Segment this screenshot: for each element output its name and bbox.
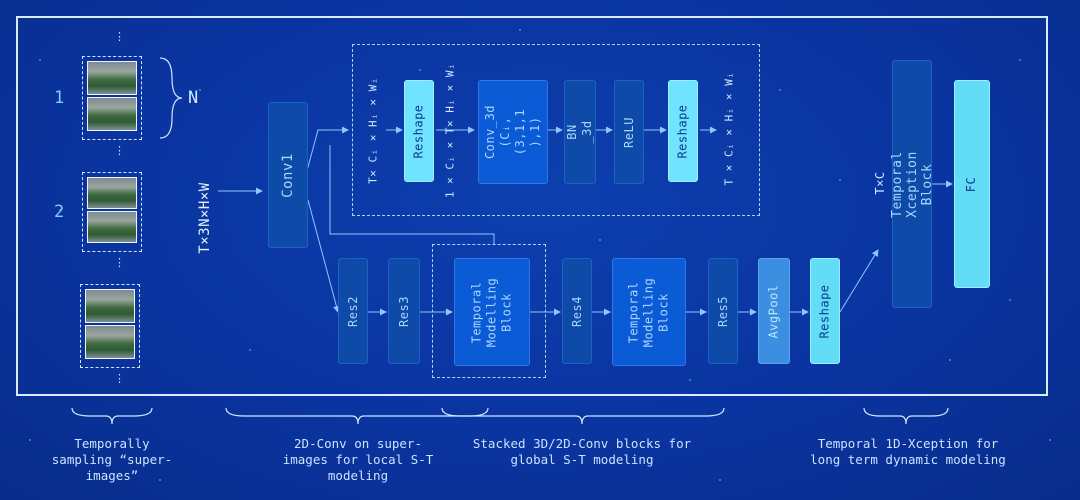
super-image-2 bbox=[82, 172, 142, 252]
n-label: N bbox=[188, 88, 199, 108]
ellipsis-1: ⋮ bbox=[114, 144, 125, 157]
group-label-2: 2 bbox=[54, 202, 65, 222]
input-dims-label: T×3N×H×W bbox=[197, 182, 213, 254]
reshape-block-main: Reshape bbox=[810, 258, 840, 364]
ellipsis-2: ⋮ bbox=[114, 256, 125, 269]
bn3d-block: BN _3d bbox=[564, 80, 596, 184]
reshape-block-2: Reshape bbox=[668, 80, 698, 182]
ellipsis-bottom: ⋮ bbox=[114, 372, 125, 385]
caption-2d-conv: 2D-Conv on super- images for local S-T m… bbox=[282, 436, 434, 483]
res2-block: Res2 bbox=[338, 258, 368, 364]
dim-output: T × Cᵢ × Hᵢ × Wᵢ bbox=[722, 71, 736, 186]
res3-block: Res3 bbox=[388, 258, 420, 364]
temporal-modelling-block-2: Temporal Modelling Block bbox=[612, 258, 686, 366]
fc-block: FC bbox=[954, 80, 990, 288]
caption-1d-xception: Temporal 1D-Xception for long term dynam… bbox=[810, 436, 1006, 467]
conv3d-block: Conv_3d (Cᵢ,(3,1,1 ),1) bbox=[478, 80, 548, 184]
caption-sampling: Temporally sampling “super- images” bbox=[51, 436, 173, 483]
avgpool-block: AvgPool bbox=[758, 258, 790, 364]
temporal-xception-block: Temporal Xception Block bbox=[890, 60, 935, 308]
reshape-block-1: Reshape bbox=[404, 80, 434, 182]
tm-block-1-highlight bbox=[432, 244, 546, 378]
dim-input: T× Cᵢ × Hᵢ × Wᵢ bbox=[366, 77, 380, 184]
res5-block: Res5 bbox=[708, 258, 738, 364]
super-image-3 bbox=[80, 284, 140, 368]
conv1-block: Conv1 bbox=[268, 102, 308, 248]
diagram-frame bbox=[16, 16, 1048, 396]
relu-block: ReLU bbox=[614, 80, 644, 184]
ellipsis-top: ⋮ bbox=[114, 30, 125, 43]
temporal-modelling-block-1: Temporal Modelling Block bbox=[454, 258, 530, 366]
super-image-1 bbox=[82, 56, 142, 140]
dim-middle: 1 × Cᵢ × T× Hᵢ × Wᵢ bbox=[443, 62, 457, 199]
res4-block: Res4 bbox=[562, 258, 592, 364]
temporal-modelling-detail bbox=[352, 44, 760, 216]
group-label-1: 1 bbox=[54, 88, 65, 108]
caption-3d-2d-conv: Stacked 3D/2D-Conv blocks for global S-T… bbox=[472, 436, 692, 467]
dim-txc: T×C bbox=[873, 171, 887, 195]
